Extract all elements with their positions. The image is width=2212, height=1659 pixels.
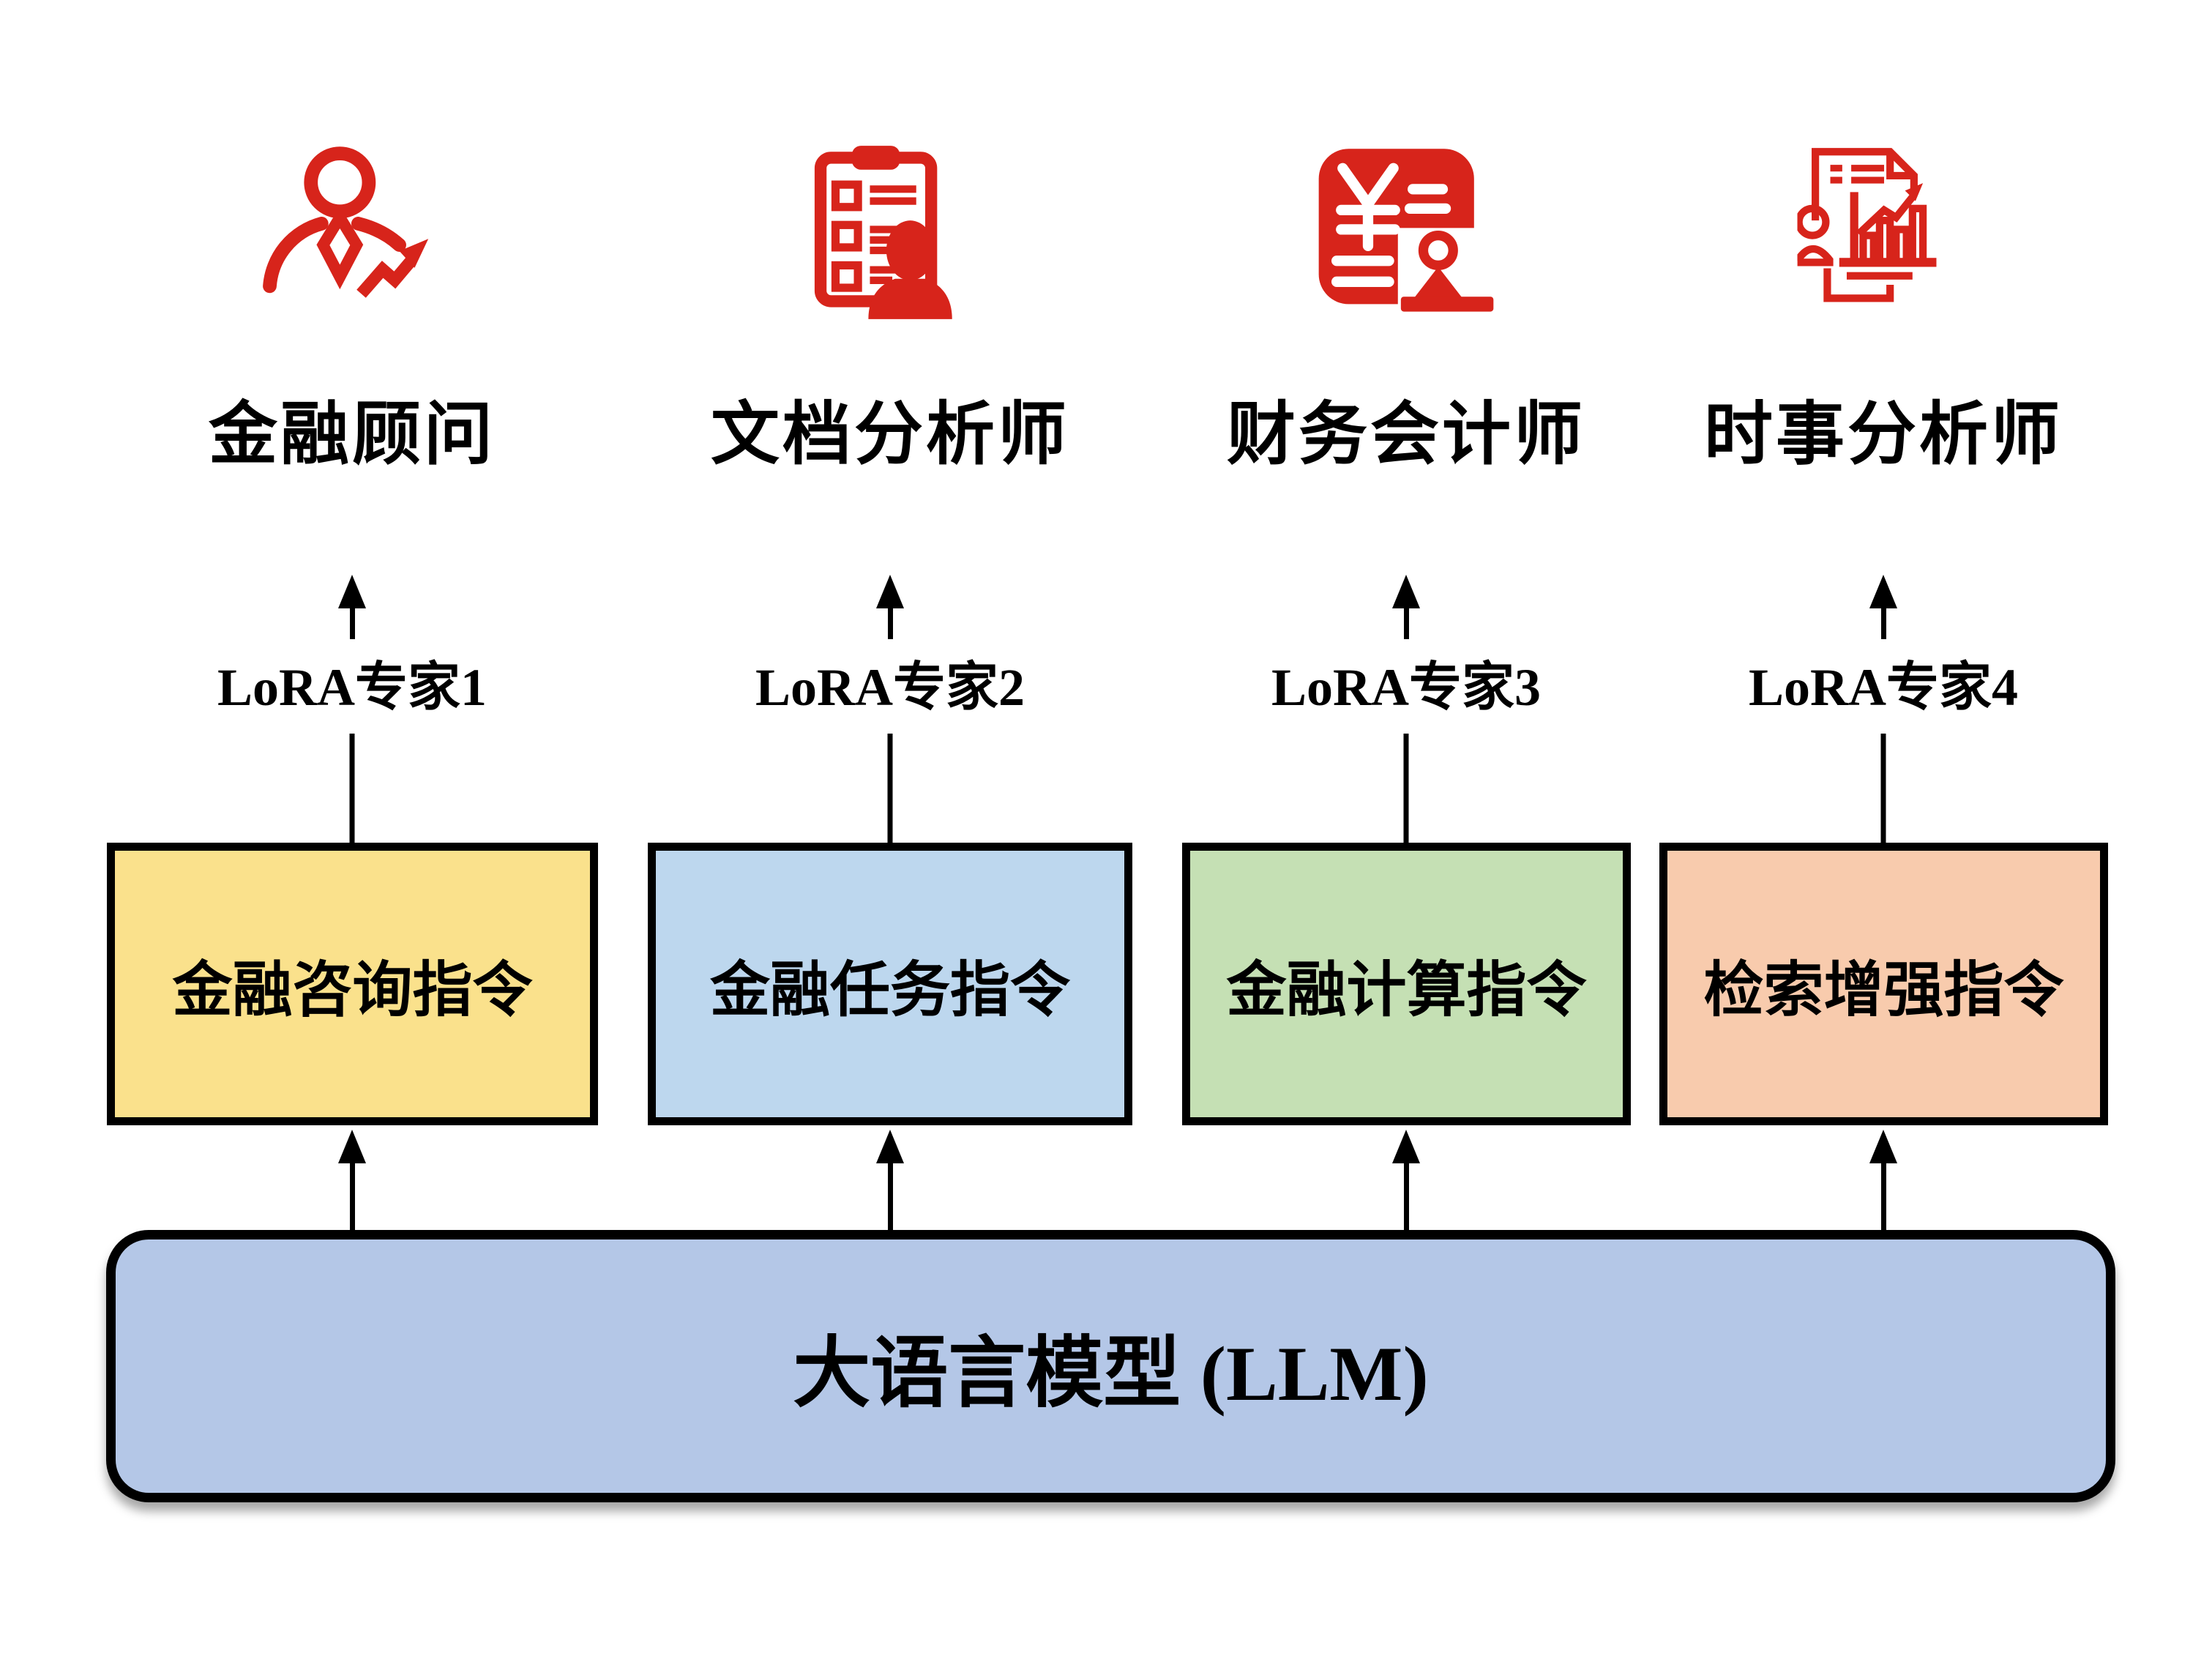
up-arrow-icon — [1869, 1130, 1897, 1230]
accountant-icon — [1313, 143, 1500, 322]
connector-line — [887, 734, 893, 846]
up-arrow-icon — [1869, 575, 1897, 639]
persona-label-2: 文档分析师 — [710, 395, 1070, 472]
instruction-box-3: 金融计算指令 — [1182, 843, 1631, 1125]
up-arrow-icon — [1392, 1130, 1420, 1230]
instruction-box-2: 金融任务指令 — [648, 843, 1132, 1125]
instruction-box-label: 金融咨询指令 — [172, 956, 533, 1024]
lora-expert-label-1: LoRA专家1 — [217, 658, 487, 717]
persona-label-1: 金融顾问 — [208, 395, 496, 472]
up-arrow-icon — [876, 575, 904, 639]
financial-advisor-icon — [261, 143, 444, 307]
up-arrow-icon — [338, 1130, 366, 1230]
lora-expert-label-4: LoRA专家4 — [1748, 658, 2019, 717]
instruction-box-label: 检索增强指令 — [1703, 956, 2064, 1024]
instruction-box-4: 检索增强指令 — [1659, 843, 2108, 1125]
lora-expert-label-3: LoRA专家3 — [1271, 658, 1542, 717]
llm-box: 大语言模型 (LLM) — [106, 1230, 2115, 1502]
persona-label-3: 财务会计师 — [1226, 395, 1586, 472]
instruction-box-label: 金融计算指令 — [1226, 956, 1587, 1024]
lora-expert-label-2: LoRA专家2 — [755, 658, 1025, 717]
connector-line — [349, 734, 355, 846]
connector-line — [1403, 734, 1409, 846]
up-arrow-icon — [338, 575, 366, 639]
instruction-box-label: 金融任务指令 — [709, 956, 1070, 1024]
news-analyst-icon — [1797, 143, 1970, 322]
document-analyst-icon — [812, 143, 969, 322]
up-arrow-icon — [1392, 575, 1420, 639]
connector-line — [1880, 734, 1886, 846]
persona-label-4: 时事分析师 — [1703, 395, 2063, 472]
up-arrow-icon — [876, 1130, 904, 1230]
llm-label: 大语言模型 (LLM) — [793, 1331, 1429, 1417]
instruction-box-1: 金融咨询指令 — [107, 843, 598, 1125]
